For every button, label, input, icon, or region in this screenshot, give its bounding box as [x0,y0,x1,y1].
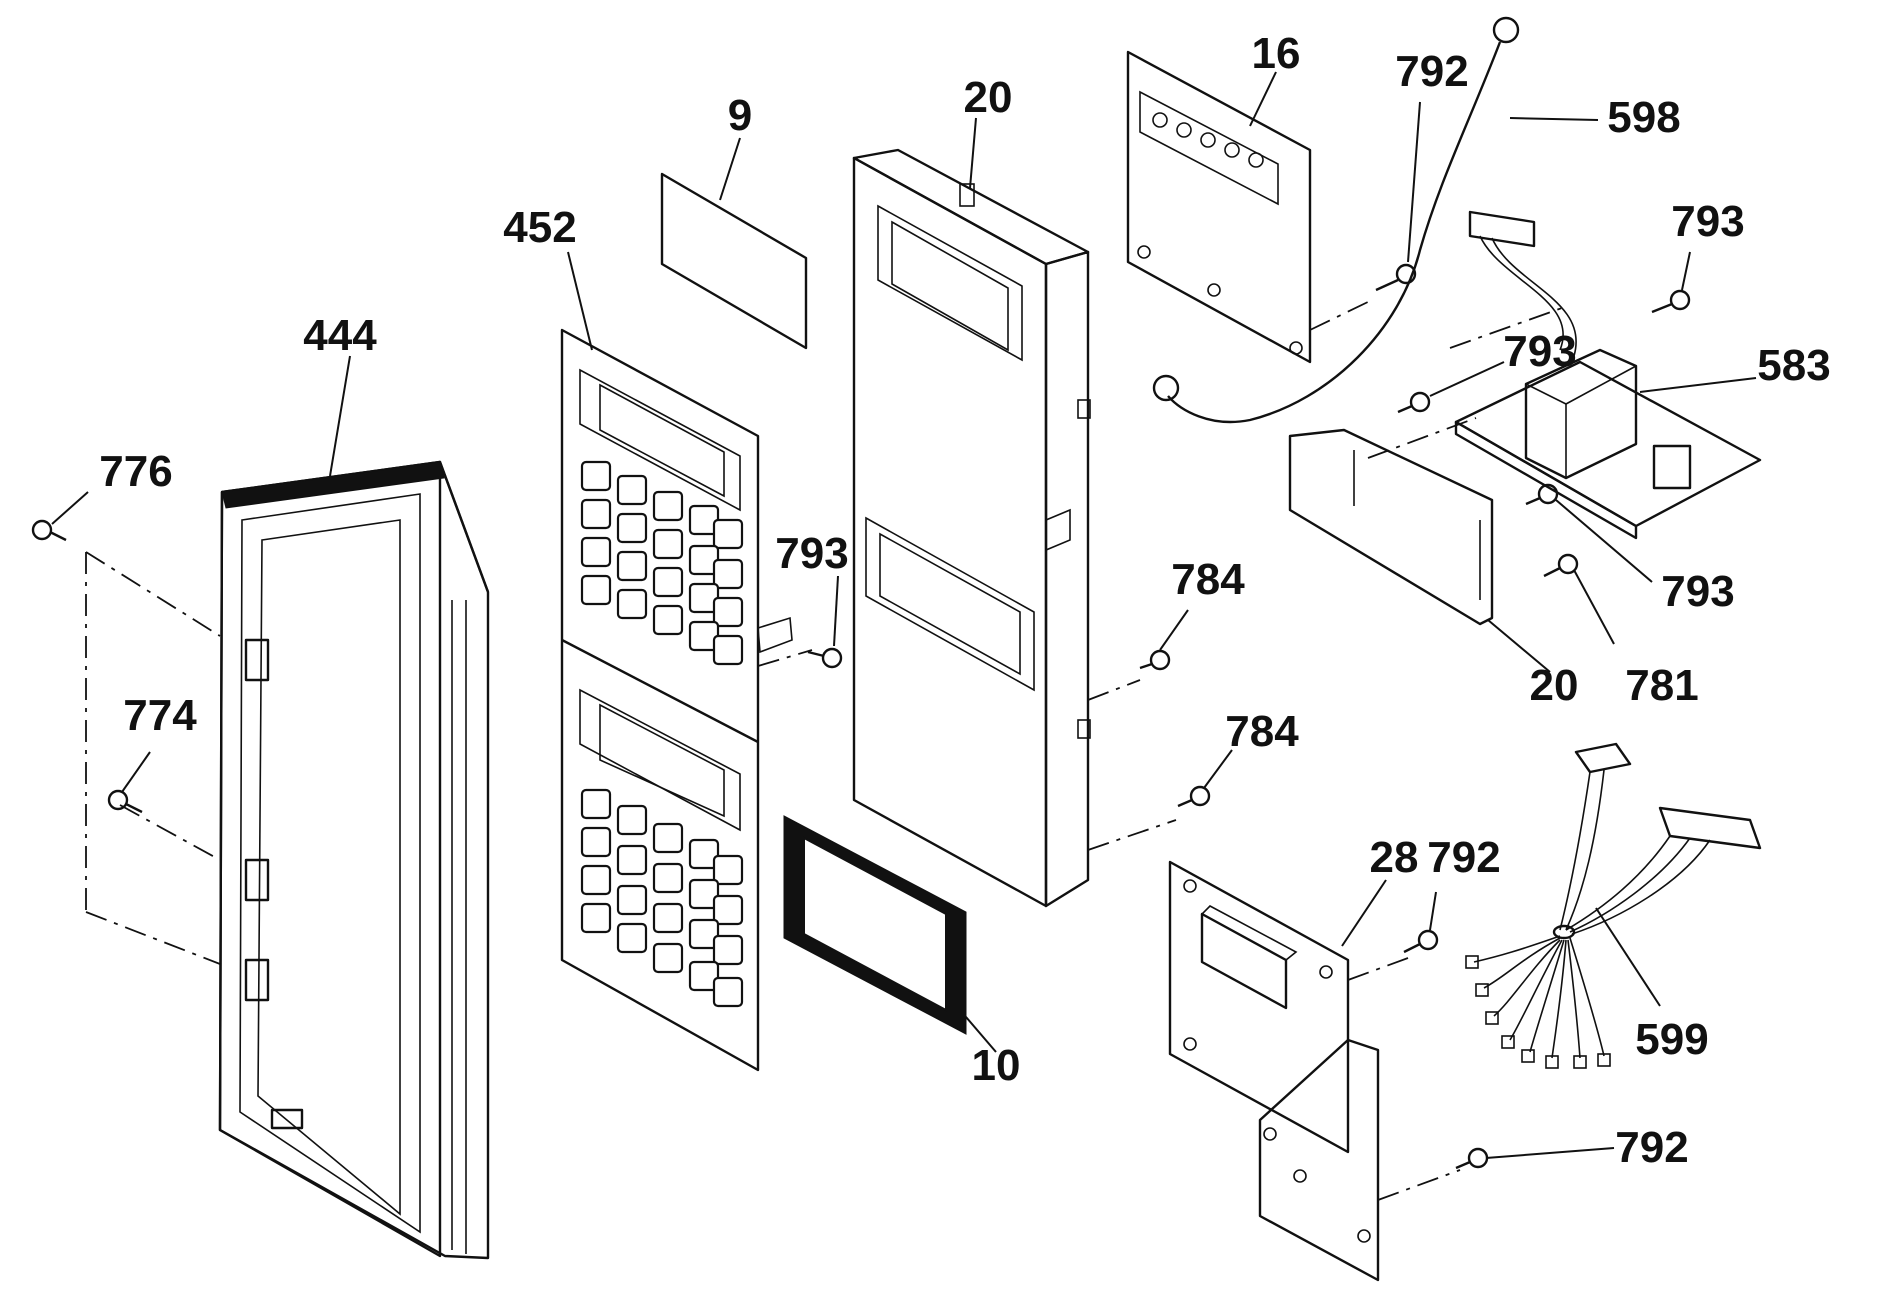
screw-792-display [1375,263,1417,292]
callout-781: 781 [1625,661,1698,710]
display-digits [1152,112,1264,168]
display-board-16 [1126,50,1373,364]
callout-792-board: 792 [1427,833,1500,882]
leader-lines [51,71,1757,1159]
callout-598: 598 [1607,93,1680,142]
control-board-28 [1168,860,1461,1282]
door-frame-444 [85,460,490,1260]
callout-452: 452 [503,203,576,252]
screw-793-board-right [1525,483,1559,506]
callout-774: 774 [123,691,197,740]
wire-harness-599 [1465,742,1762,1069]
callout-793-board-top: 793 [1671,197,1744,246]
callout-28: 28 [1370,833,1419,882]
control-housing-20 [852,148,1177,908]
callout-9: 9 [728,91,752,140]
callout-583: 583 [1757,341,1830,390]
window-gasket-10 [783,815,967,1035]
callout-10: 10 [972,1041,1021,1090]
callout-792-bottom: 792 [1615,1123,1688,1172]
callout-labels: 9 20 16 792 598 793 793 583 793 781 20 7… [99,29,1830,1172]
screw-781 [1543,553,1579,578]
screw-776 [31,519,67,542]
screw-792-board [1403,929,1439,954]
ground-wire-598 [1152,16,1520,424]
screw-793-board-top [1651,289,1691,314]
screw-784-upper [1139,649,1171,671]
callout-16: 16 [1252,29,1301,78]
callout-793-board-right: 793 [1661,567,1734,616]
callout-444: 444 [303,311,377,360]
screw-793-keypad [807,647,843,669]
keypad-lower-keys [580,788,744,1008]
screw-774 [107,789,143,814]
screw-784-lower [1177,785,1211,808]
transformer-board-583 [1288,210,1762,626]
callout-792-display: 792 [1395,47,1468,96]
screw-793-board-left [1397,391,1431,414]
callout-784-upper: 784 [1171,555,1245,604]
callout-20-housing: 20 [964,73,1013,122]
screw-792-bottom [1455,1147,1489,1170]
callout-784-lower: 784 [1225,707,1299,756]
callout-599: 599 [1635,1015,1708,1064]
callout-793-board-left: 793 [1503,327,1576,376]
keypad-panel-452 [560,328,813,1072]
callout-793-keypad: 793 [775,529,848,578]
keypad-upper-keys [580,460,744,666]
window-film-9 [660,172,808,350]
callout-20-bracket: 20 [1530,661,1579,710]
callout-776: 776 [99,447,172,496]
